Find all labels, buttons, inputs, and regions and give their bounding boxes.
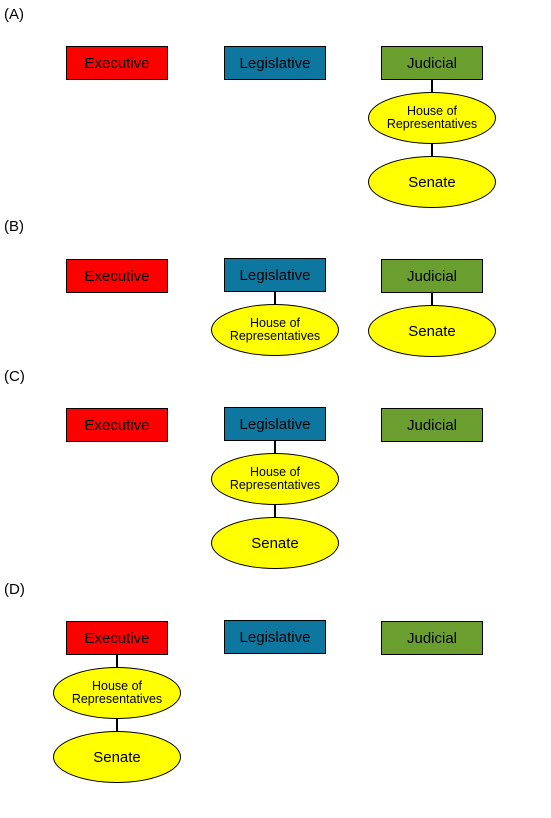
house-oval: House of Representatives (53, 667, 181, 719)
legislative-box: Legislative (224, 620, 326, 654)
house-oval: House of Representatives (211, 453, 339, 505)
executive-box: Executive (66, 408, 168, 442)
judicial-box: Judicial (381, 46, 483, 80)
house-oval: House of Representatives (211, 304, 339, 356)
executive-box: Executive (66, 621, 168, 655)
connector-line (431, 80, 433, 92)
connector-line (116, 719, 118, 731)
connector-line (274, 441, 276, 453)
legislative-box: Legislative (224, 258, 326, 292)
connector-line (431, 144, 433, 156)
senate-oval: Senate (53, 731, 181, 783)
option-label: (A) (4, 6, 24, 23)
connector-line (274, 505, 276, 517)
option-label: (C) (4, 368, 25, 385)
option-label: (B) (4, 218, 24, 235)
judicial-box: Judicial (381, 259, 483, 293)
option-label: (D) (4, 581, 25, 598)
legislative-box: Legislative (224, 46, 326, 80)
senate-oval: Senate (368, 305, 496, 357)
executive-box: Executive (66, 259, 168, 293)
connector-line (274, 292, 276, 304)
house-oval: House of Representatives (368, 92, 496, 144)
senate-oval: Senate (211, 517, 339, 569)
judicial-box: Judicial (381, 621, 483, 655)
connector-line (431, 293, 433, 305)
senate-oval: Senate (368, 156, 496, 208)
legislative-box: Legislative (224, 407, 326, 441)
connector-line (116, 655, 118, 667)
executive-box: Executive (66, 46, 168, 80)
judicial-box: Judicial (381, 408, 483, 442)
